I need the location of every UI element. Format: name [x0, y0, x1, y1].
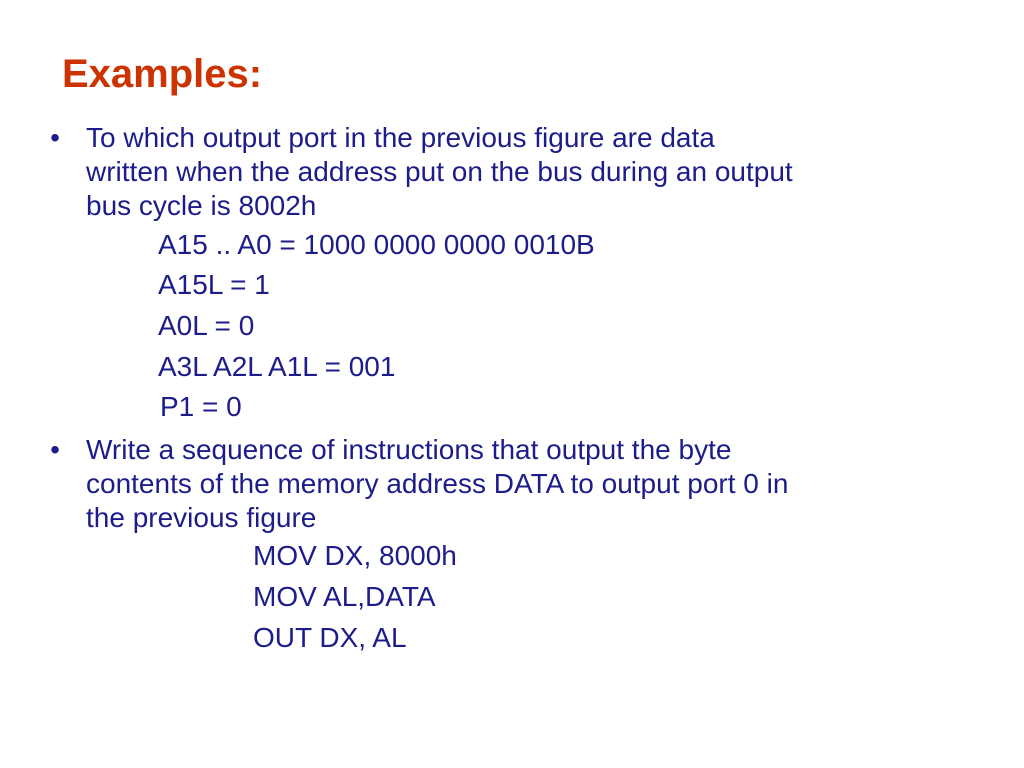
bullet-text: Write a sequence of instructions that ou… [86, 434, 789, 533]
bullet-item-1: • To which output port in the previous f… [40, 121, 980, 223]
bullet-icon: • [50, 122, 60, 153]
code-line-out: OUT DX, AL [253, 622, 407, 653]
bullet-text: To which output port in the previous fig… [86, 122, 793, 221]
address-line: A15 .. A0 = 1000 0000 0000 0010B [158, 229, 595, 260]
a15l-line: A15L = 1 [158, 269, 270, 300]
a0l-line: A0L = 0 [158, 310, 255, 341]
code-line-mov-dx: MOV DX, 8000h [253, 540, 457, 571]
a3l-a2l-a1l-line: A3L A2L A1L = 001 [158, 351, 396, 382]
bullet-icon: • [50, 434, 60, 465]
code-line-mov-al: MOV AL,DATA [253, 581, 436, 612]
slide-title: Examples: [62, 52, 263, 96]
p1-line: P1 = 0 [160, 391, 242, 422]
bullet-item-2: • Write a sequence of instructions that … [40, 433, 980, 535]
